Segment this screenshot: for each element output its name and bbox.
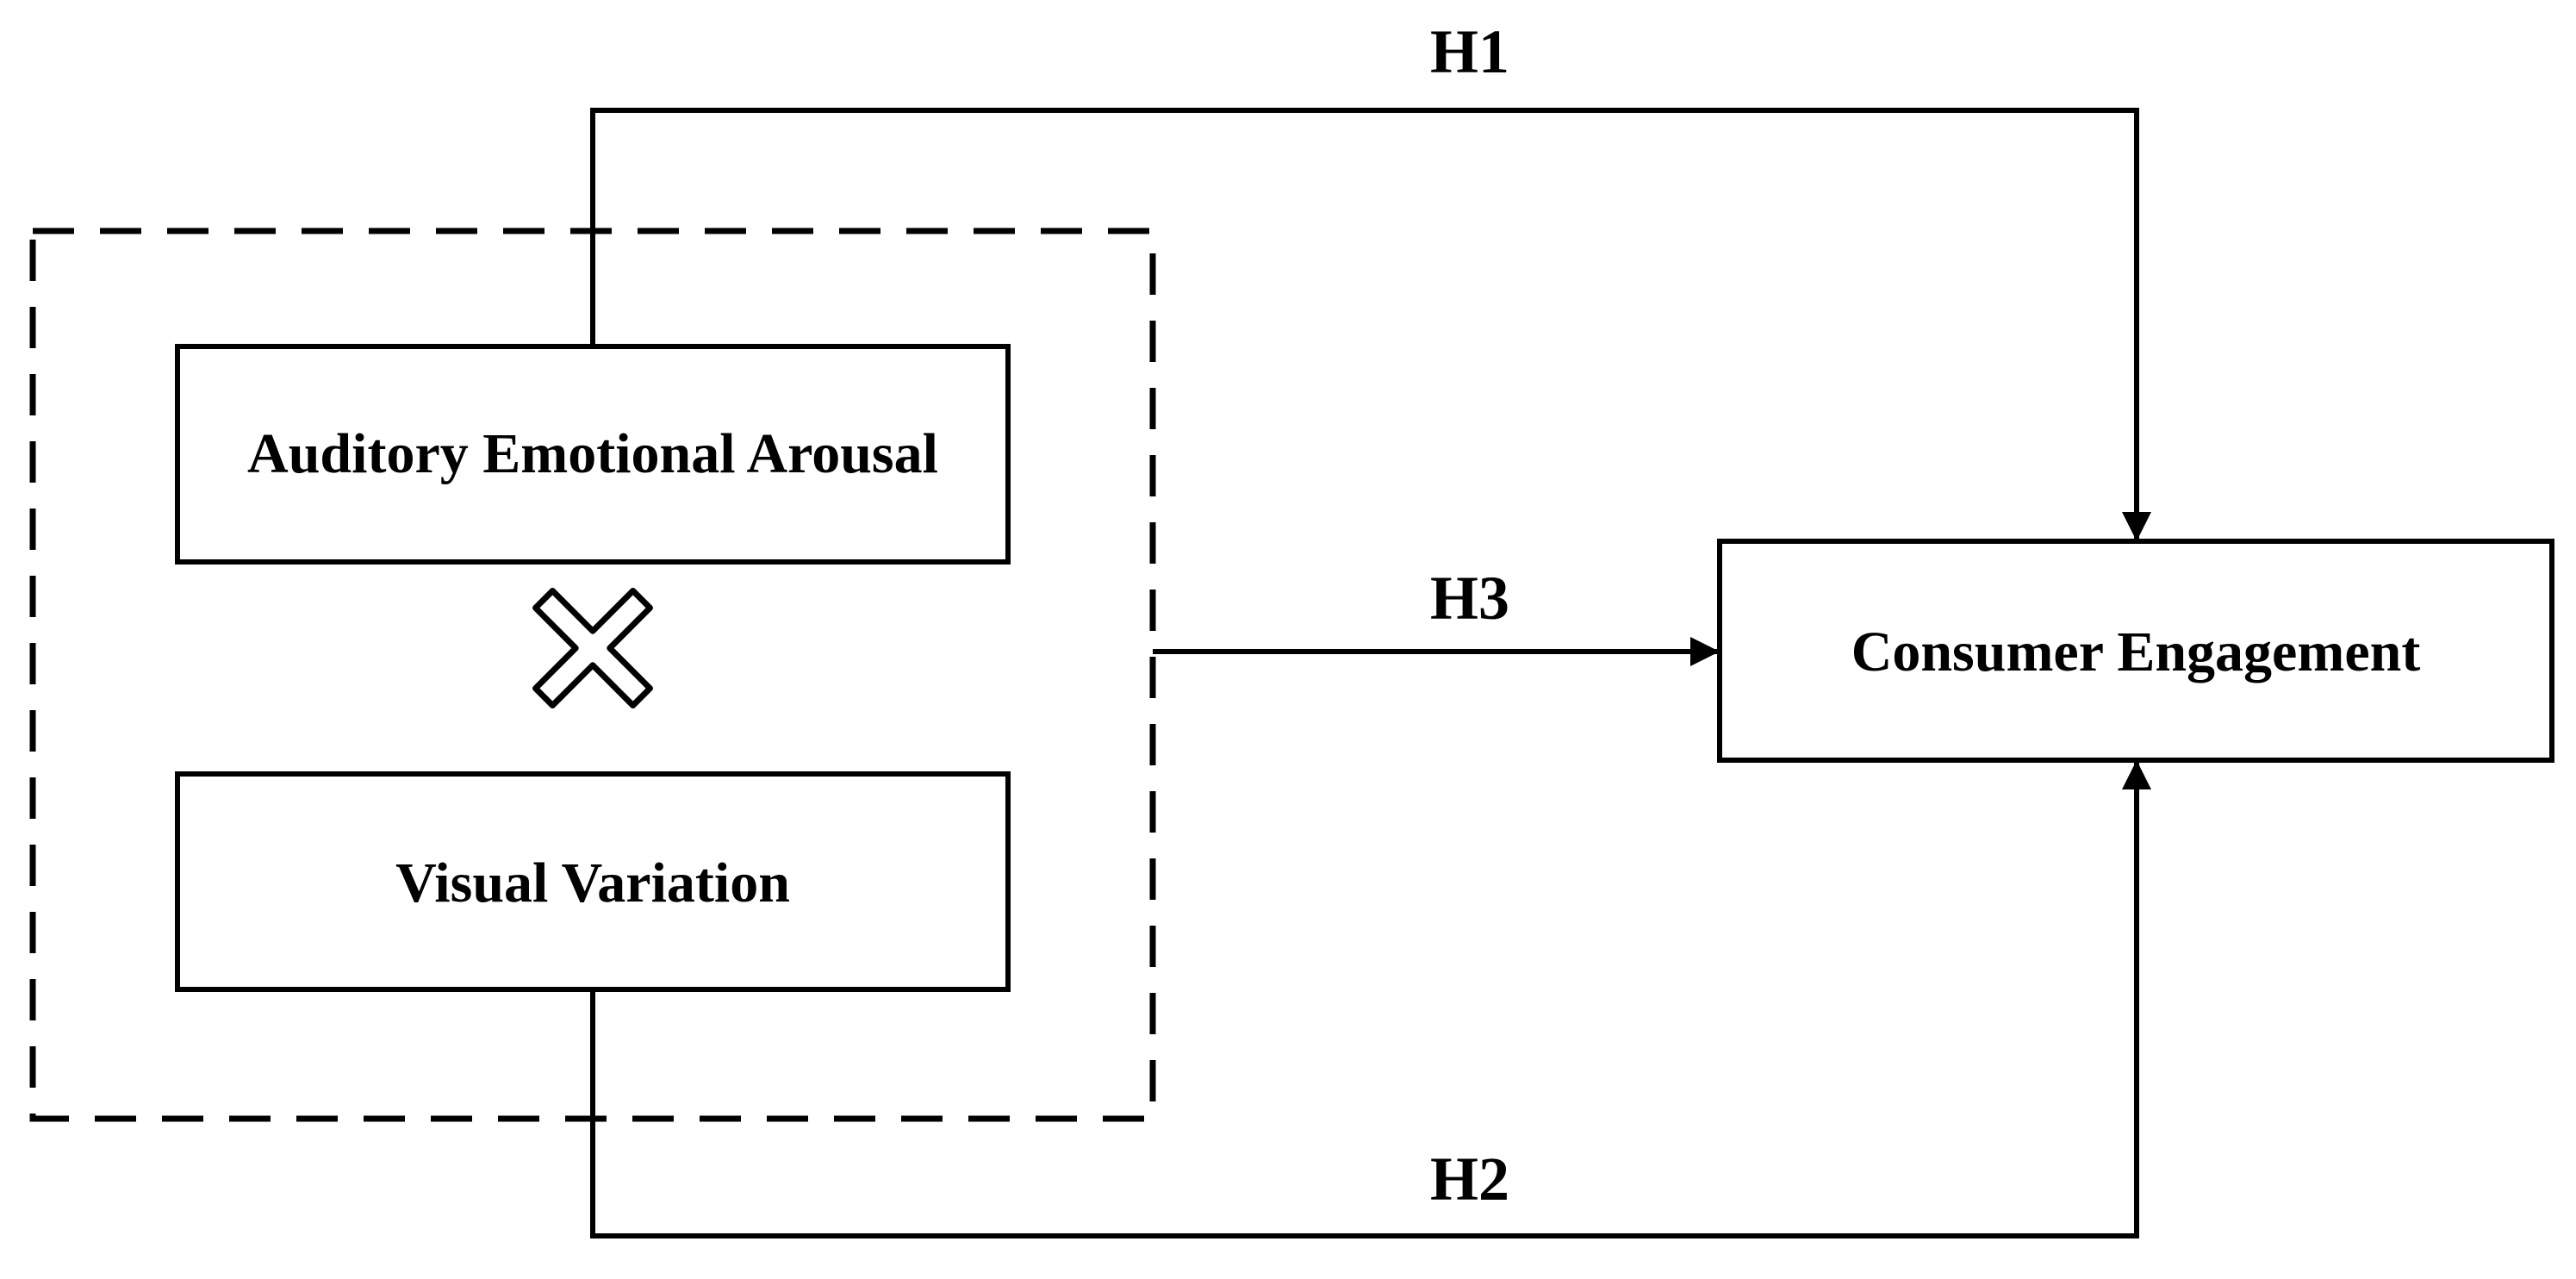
auditory-emotional-arousal-label: Auditory Emotional Arousal xyxy=(247,422,938,485)
path-h2-line xyxy=(590,760,2151,1238)
consumer-engagement-label: Consumer Engagement xyxy=(1851,621,2421,683)
auditory-emotional-arousal-node: Auditory Emotional Arousal xyxy=(175,344,1011,565)
multiply-icon xyxy=(532,588,653,708)
consumer-engagement-node: Consumer Engagement xyxy=(1717,539,2554,763)
path-h2-label: H2 xyxy=(1430,1145,1509,1213)
visual-variation-label: Visual Variation xyxy=(395,852,790,914)
path-h1-label: H1 xyxy=(1430,17,1509,86)
visual-variation-node: Visual Variation xyxy=(175,771,1011,992)
path-h3-label: H3 xyxy=(1430,564,1509,633)
path-h1-line xyxy=(590,108,2151,541)
